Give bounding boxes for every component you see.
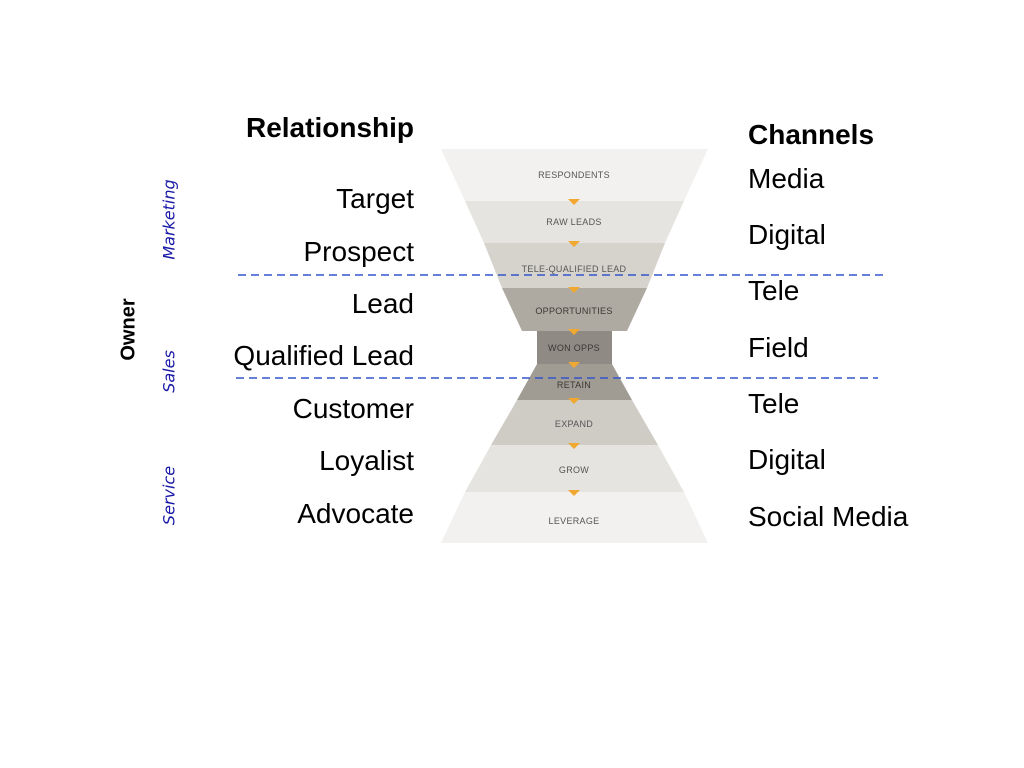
funnel-stage-grow: GROW xyxy=(559,465,589,475)
funnel-stage-leverage: LEVERAGE xyxy=(549,516,600,526)
relationship-item-advocate: Advocate xyxy=(297,498,414,529)
funnel-arrow-1 xyxy=(568,199,580,205)
funnel-stage-opportunities: OPPORTUNITIES xyxy=(535,306,612,316)
relationship-item-customer: Customer xyxy=(292,393,414,424)
relationship-item-lead: Lead xyxy=(351,288,414,319)
funnel-band-respondents xyxy=(441,149,708,201)
funnel-arrow-8 xyxy=(568,490,580,496)
channel-item-tele: Tele xyxy=(748,275,800,306)
channels-header: Channels xyxy=(748,119,875,150)
funnel-arrow-6 xyxy=(568,398,580,404)
funnel-stage-expand: EXPAND xyxy=(555,419,593,429)
funnel-arrow-3 xyxy=(568,287,580,293)
funnel-arrow-2 xyxy=(568,241,580,247)
relationship-item-prospect: Prospect xyxy=(303,236,415,267)
funnel-arrow-7 xyxy=(568,443,580,449)
funnel-band-leverage xyxy=(441,492,708,543)
channel-item-digital: Digital xyxy=(748,219,826,250)
relationship-item-target: Target xyxy=(336,183,414,214)
funnel-band-tele-qualified-lead xyxy=(484,243,665,288)
channel-item-social-media: Social Media xyxy=(748,501,909,532)
funnel-band-grow xyxy=(465,445,684,492)
funnel-band-expand xyxy=(491,400,658,445)
funnel-band-won-opps xyxy=(537,331,612,364)
funnel-stage-tele-qualified-lead: TELE-QUALIFIED LEAD xyxy=(522,264,627,274)
channel-item-field: Field xyxy=(748,332,809,363)
channel-item-tele-2: Tele xyxy=(748,388,800,419)
relationship-header: Relationship xyxy=(245,112,414,143)
relationship-item-loyalist: Loyalist xyxy=(319,445,414,476)
funnel-stage-respondents: RESPONDENTS xyxy=(538,170,610,180)
relationship-item-qualified-lead: Qualified Lead xyxy=(233,340,414,371)
funnel-arrow-5 xyxy=(568,362,580,368)
funnel-stage-won-opps: WON OPPS xyxy=(548,343,600,353)
funnel-arrow-4 xyxy=(568,329,580,335)
funnel-band-opportunities xyxy=(502,288,647,331)
channel-item-media: Media xyxy=(748,163,825,194)
funnel-stage-retain: RETAIN xyxy=(557,380,591,390)
channel-item-digital-2: Digital xyxy=(748,444,826,475)
funnel-band-retain xyxy=(517,364,632,400)
funnel-stage-raw-leads: RAW LEADS xyxy=(546,217,601,227)
funnel-band-raw-leads xyxy=(465,201,684,243)
